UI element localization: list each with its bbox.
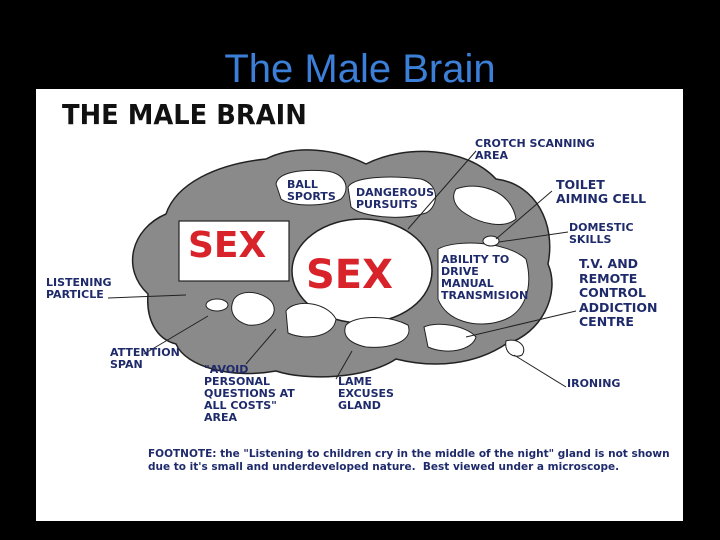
diagram-panel: THE MALE BRAIN SEX SEX BALL SPORTS DANGE… [36, 89, 683, 521]
region-domestic-skills [482, 235, 500, 247]
crotch-scanning-label: CROTCH SCANNING AREA [475, 137, 595, 162]
region-ironing [505, 339, 525, 357]
region-avoid-personal [285, 302, 337, 338]
attention-span-label: ATTENTION SPAN [110, 346, 180, 371]
sex-large-label: SEX [306, 252, 393, 298]
slide-title: The Male Brain [224, 47, 496, 91]
region-ball-sports [275, 169, 347, 206]
tv-remote-label: T.V. AND REMOTE CONTROL ADDICTION CENTRE [579, 256, 658, 329]
avoid-personal-label: "AVOID PERSONAL QUESTIONS AT ALL COSTS" … [204, 363, 295, 424]
footnote: FOOTNOTE: the "Listening to children cry… [148, 448, 670, 473]
region-ability-drive [437, 242, 530, 325]
ability-drive-label: ABILITY TO DRIVE MANUAL TRANSMISION [441, 253, 529, 302]
region-lame-excuses [344, 317, 410, 348]
region-sex-small-box [178, 220, 290, 282]
toilet-aiming-label: TOILET AIMING CELL [556, 177, 647, 206]
region-crotch-scanning [453, 185, 517, 225]
region-tv-remote [423, 323, 477, 352]
lame-excuses-label: LAME EXCUSES GLAND [338, 375, 394, 412]
dangerous-pursuits-label: DANGEROUS PURSUITS [356, 186, 435, 211]
diagram-heading: THE MALE BRAIN [62, 98, 307, 131]
listening-particle-label: LISTENING PARTICLE [46, 276, 112, 301]
ironing-label: IRONING [567, 377, 621, 390]
region-dangerous-pursuits [347, 176, 436, 218]
region-lower-left [231, 292, 275, 326]
sex-small-label: SEX [188, 225, 267, 266]
region-listening-particle [205, 298, 229, 312]
ball-sports-label: BALL SPORTS [287, 178, 336, 203]
brain-diagram [107, 149, 577, 388]
domestic-skills-label: DOMESTIC SKILLS [569, 221, 634, 246]
leader-lines [107, 150, 577, 388]
